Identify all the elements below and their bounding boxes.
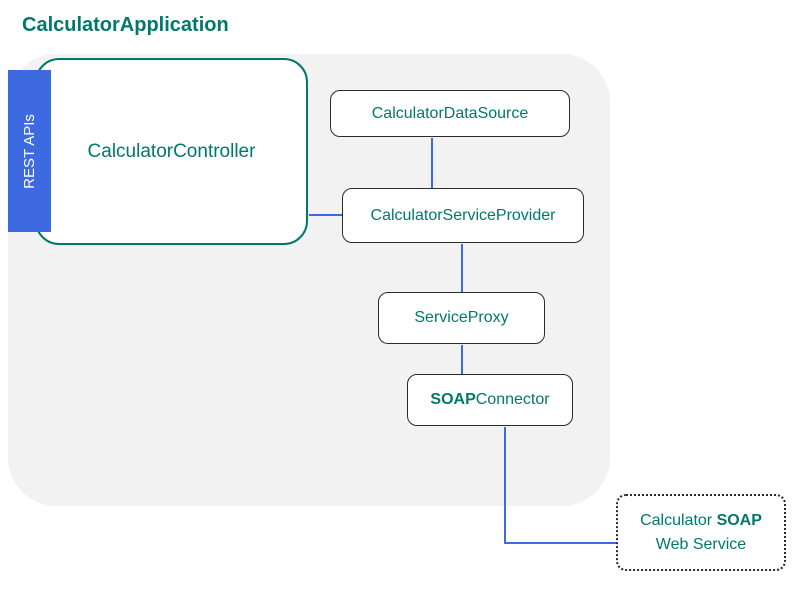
node-calculator-service-provider: CalculatorServiceProvider [342,188,584,243]
node-calculator-data-source: CalculatorDataSource [330,90,570,137]
node-label: CalculatorController [87,140,256,162]
node-label-line1: Calculator SOAP [640,512,762,530]
node-label: SOAPConnector [430,391,550,408]
node-calculator-soap-web-service: Calculator SOAP Web Service [616,494,786,571]
node-label-line2: Web Service [655,535,747,553]
node-soap-connector: SOAPConnector [407,374,573,426]
node-label: CalculatorServiceProvider [370,206,556,224]
node-calculator-controller: CalculatorController [35,58,308,245]
node-label: CalculatorDataSource [371,104,529,122]
node-label: ServiceProxy [414,309,509,326]
diagram-title: CalculatorApplication [22,14,229,36]
node-service-proxy: ServiceProxy [378,292,545,344]
rest-apis-label: REST APIs [8,70,51,232]
